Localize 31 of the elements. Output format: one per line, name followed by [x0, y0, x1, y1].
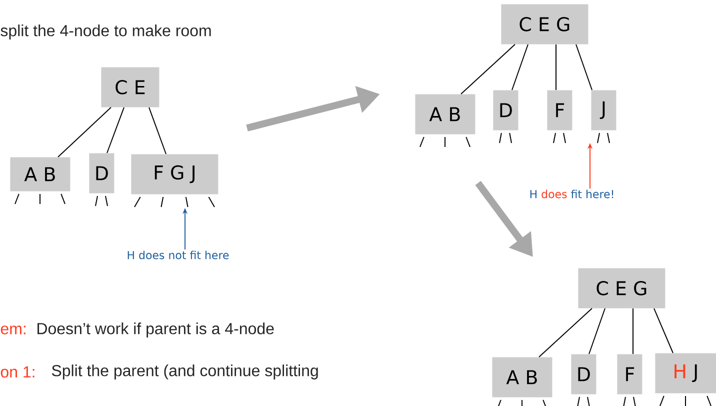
tree-edge — [588, 308, 606, 354]
tree-node: C E G — [501, 4, 588, 44]
text-line: on 1: — [0, 366, 34, 378]
tree-edge — [148, 106, 166, 154]
tree-node: F G J — [131, 154, 218, 194]
tree-edge — [460, 44, 516, 94]
tree-node: H J — [655, 353, 716, 394]
tree-node: D — [89, 153, 114, 194]
tree-edge — [58, 106, 112, 158]
tree-node: C E — [101, 67, 160, 108]
tree-node: A B — [492, 357, 552, 398]
note-text: H does fit here! — [530, 190, 614, 198]
tree-node: J — [591, 90, 616, 130]
tree-node: A B — [415, 94, 476, 134]
tree-edge — [576, 44, 592, 90]
note-text: H does not fit here — [128, 250, 229, 260]
tree-edge — [512, 44, 528, 90]
tree-edge — [632, 308, 634, 354]
tree-node: F — [617, 354, 642, 394]
text-line: Split the parent (and continue splitting — [52, 364, 318, 380]
tree-edge — [654, 308, 674, 354]
text-line: em: — [0, 326, 26, 334]
tree-edge — [538, 308, 592, 358]
text-line: Doesn’t work if parent is a 4-node — [38, 322, 274, 338]
tree-node: F — [547, 90, 572, 130]
tree-node: D — [571, 354, 596, 394]
tree-node: A B — [10, 157, 70, 192]
tree-edge — [106, 106, 124, 154]
text-line: split the 4-node to make room — [0, 24, 211, 40]
tree-node: C E G — [578, 268, 666, 308]
tree-node: D — [493, 90, 518, 130]
